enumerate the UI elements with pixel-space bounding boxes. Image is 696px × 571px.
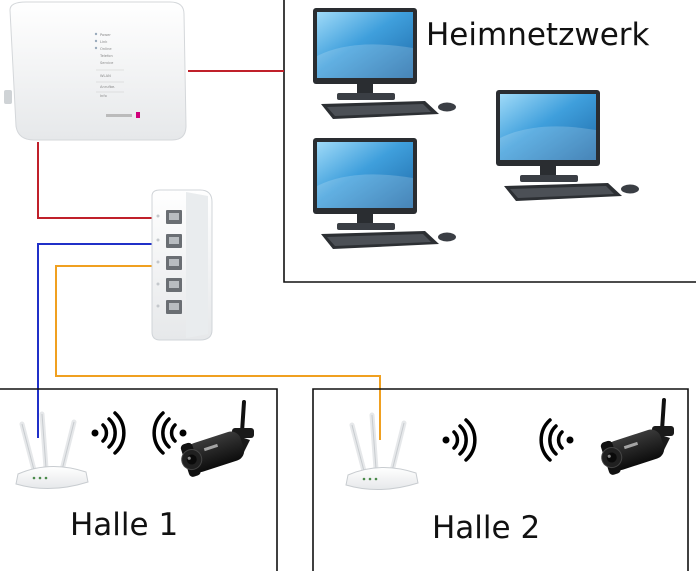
home-network-border: [283, 0, 696, 283]
wifi-signal-icon: [539, 418, 576, 462]
router-menu-item: Anrufbe.: [100, 85, 115, 89]
desktop-computer-icon: [313, 138, 456, 249]
router-menu-item: Info: [100, 94, 107, 98]
wifi-access-point-icon: [16, 414, 88, 489]
hall-2-label: Halle 2: [432, 510, 540, 546]
home-network-label: Heimnetzwerk: [426, 17, 650, 53]
ip-camera-icon: [174, 400, 256, 481]
speedport-router-icon: Power Link Online Telefon Service WLAN A…: [4, 1, 187, 141]
router-menu: Power Link Online Telefon Service WLAN A…: [99, 33, 115, 98]
router-to-switch-cable: [37, 142, 168, 219]
wifi-signal-icon: [89, 411, 126, 455]
router-menu-item: Power: [100, 33, 111, 37]
router-menu-item: WLAN: [100, 74, 111, 78]
desktop-computer-icon: [496, 90, 639, 201]
router-menu-item: Online: [100, 47, 112, 51]
router-menu-item: Telefon: [99, 54, 113, 58]
network-switch-icon: [151, 189, 213, 341]
switch-to-hall-2-cable: [55, 265, 381, 440]
switch-to-hall-1-cable: [37, 243, 168, 438]
hall-1-border: [0, 388, 278, 571]
wifi-signal-icon: [440, 418, 477, 462]
router-menu-item: Link: [100, 40, 108, 44]
router-menu-item: Service: [100, 61, 114, 65]
hall-1-label: Halle 1: [70, 507, 178, 543]
cables: [37, 70, 381, 440]
hall-2-border: [312, 388, 689, 571]
wifi-access-point-icon: [346, 415, 418, 490]
ip-camera-icon: [594, 398, 676, 479]
